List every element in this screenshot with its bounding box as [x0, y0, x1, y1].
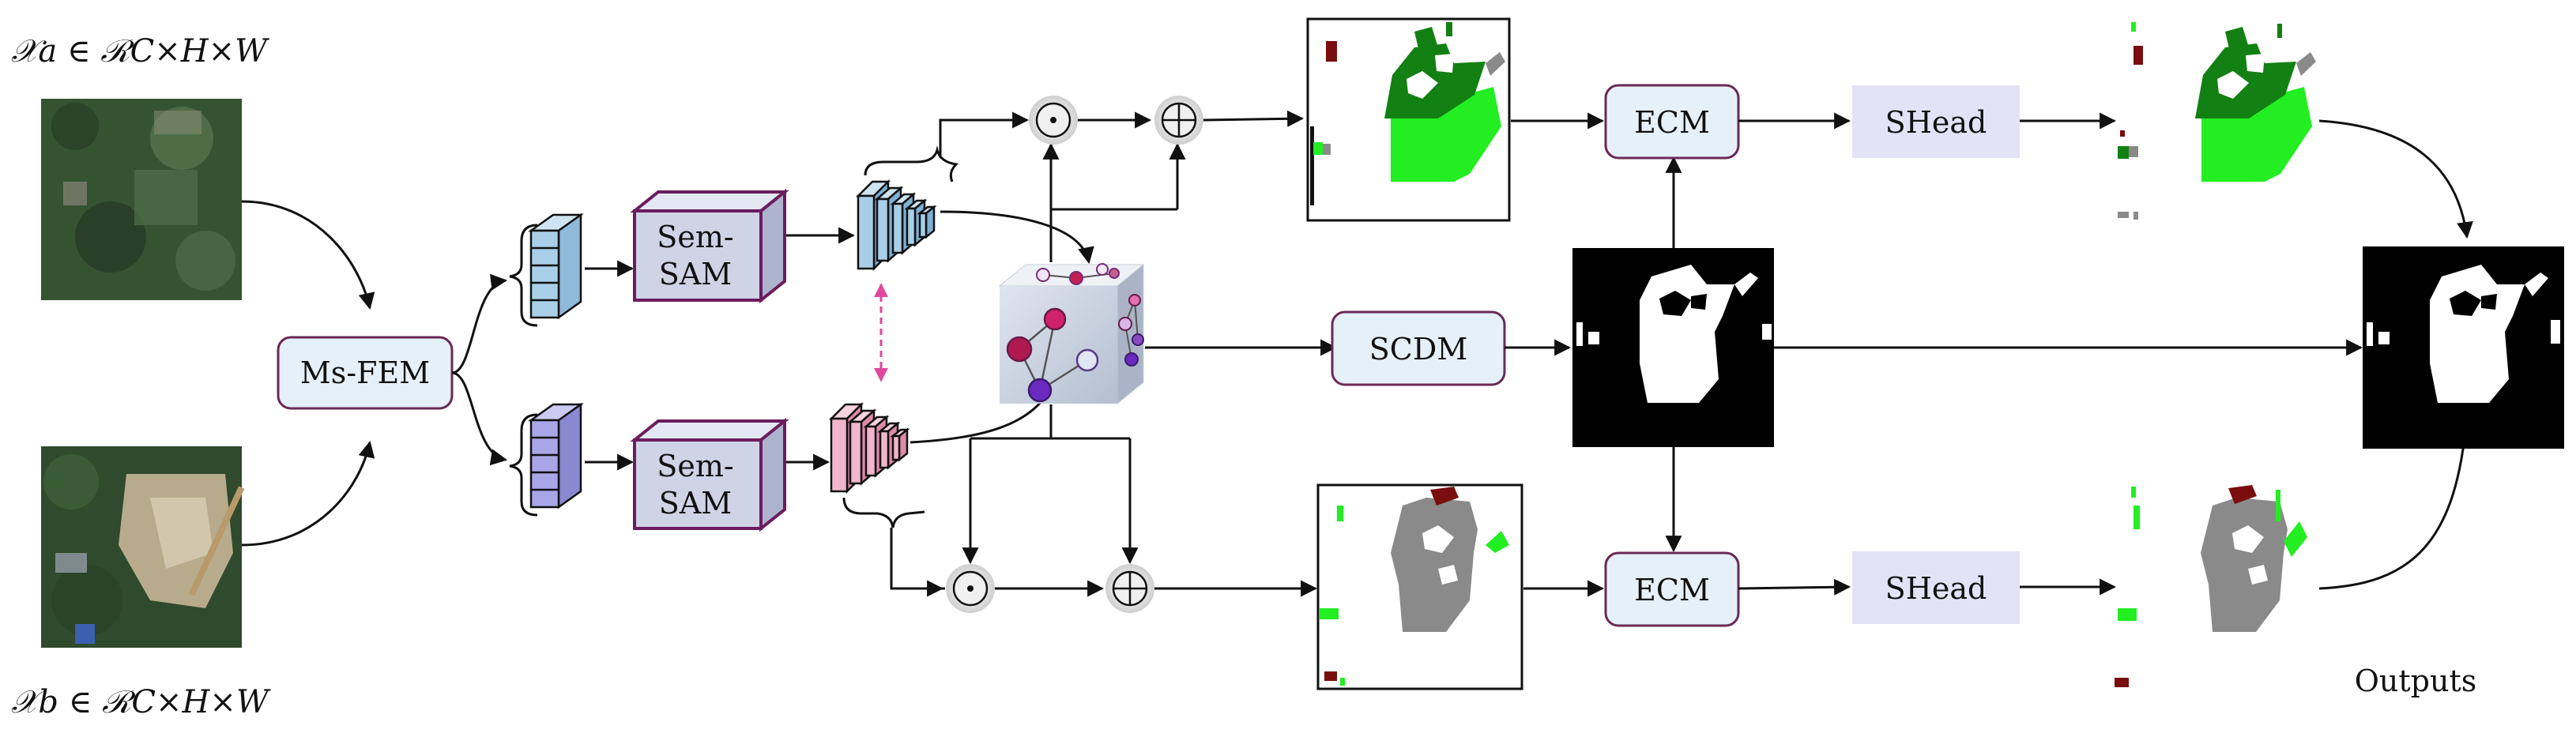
- input-a-label: 𝒳a ∈ ℛC×H×W: [11, 33, 269, 70]
- semsam-a-line2: SAM: [659, 257, 732, 291]
- output-change-map: [2363, 246, 2564, 449]
- feature-stack-b: [528, 402, 584, 510]
- input-image-b: [41, 446, 245, 648]
- multiply-op-a: [1029, 96, 1078, 145]
- feature-stack-a: [528, 212, 584, 320]
- shead-module-b: [1852, 551, 2020, 624]
- shead-a-label: SHead: [1885, 105, 1987, 140]
- ecm-a-label: ECM: [1634, 105, 1710, 140]
- ecm-module-b: [1604, 551, 1740, 627]
- semsam-a-line1: Sem-: [657, 220, 733, 254]
- multiscale-features-b: [828, 401, 910, 494]
- graph-cube: [998, 263, 1145, 405]
- outputs-label: Outputs: [2355, 664, 2476, 698]
- semsam-b-line2: SAM: [659, 486, 732, 521]
- semsam-b-line1: Sem-: [657, 449, 733, 483]
- shead-module-a: [1852, 85, 2020, 158]
- scdm-label: SCDM: [1369, 332, 1467, 367]
- multiscale-features-a: [855, 179, 937, 272]
- input-b-label: 𝒳b ∈ ℛC×H×W: [11, 684, 271, 720]
- change-map: [1572, 248, 1774, 447]
- output-semantic-a: [2118, 22, 2316, 220]
- shead-b-label: SHead: [1885, 571, 1987, 606]
- multiply-op-b: [946, 564, 995, 613]
- semantic-map-a: [1306, 17, 1511, 222]
- add-op-b: [1105, 564, 1154, 613]
- semsam-module-a: [630, 188, 789, 304]
- output-semantic-b: [2115, 485, 2307, 687]
- add-op-a: [1154, 96, 1203, 145]
- semsam-module-b: [630, 417, 789, 532]
- semantic-map-b: [1316, 483, 1523, 690]
- ecm-b-label: ECM: [1634, 573, 1710, 607]
- input-image-a: [41, 99, 242, 300]
- msfem-label: Ms-FEM: [300, 355, 430, 390]
